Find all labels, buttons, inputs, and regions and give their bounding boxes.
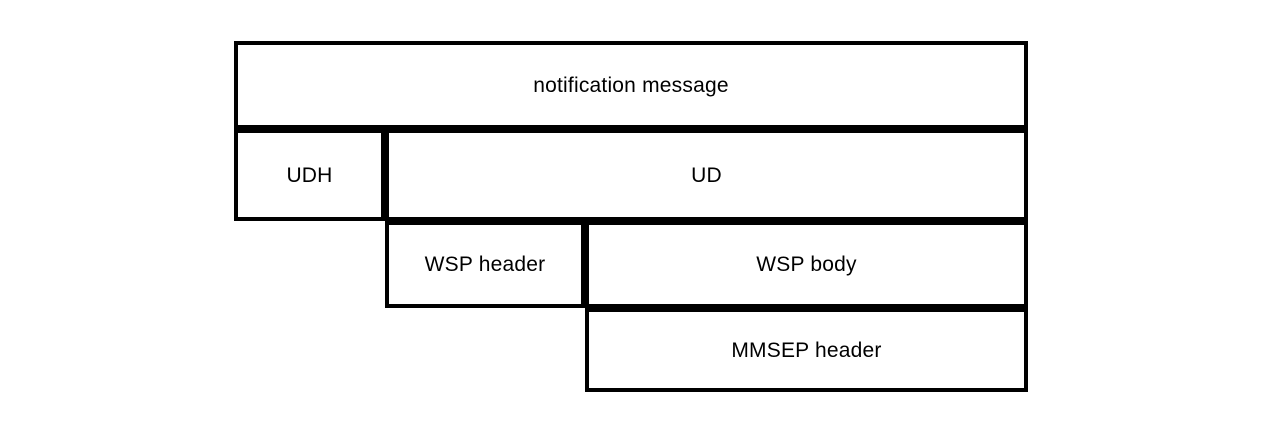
notification-message-label: notification message [533, 73, 729, 97]
wsp-header-label: WSP header [424, 253, 546, 276]
wsp-body-label: WSP body [756, 253, 857, 276]
box-wsp-body: WSP body [585, 221, 1028, 308]
ud-label: UD [691, 163, 722, 187]
box-notification-message: notification message [234, 41, 1028, 129]
box-udh: UDH [234, 129, 385, 221]
box-wsp-header: WSP header [385, 221, 585, 308]
mmsep-header-label: MMSEP header [731, 338, 882, 362]
udh-label: UDH [286, 163, 333, 187]
box-mmsep-header: MMSEP header [585, 308, 1028, 392]
box-ud: UD [385, 129, 1028, 221]
